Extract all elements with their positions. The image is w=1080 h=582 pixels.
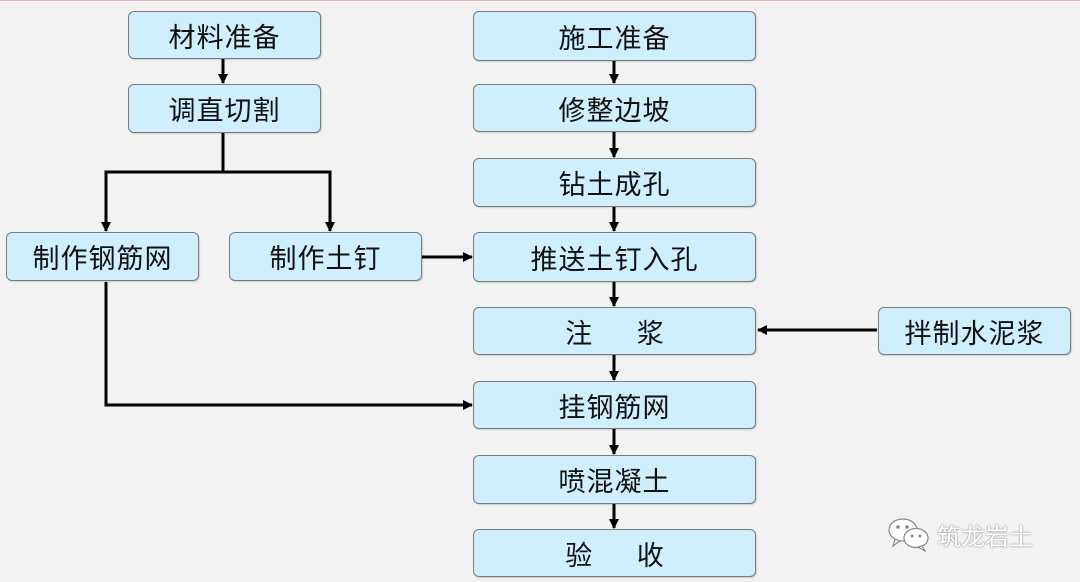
- node-label: 材料准备: [168, 22, 281, 54]
- node-label: 调直切割: [168, 96, 281, 127]
- connector-tiaozhi-split: [101, 133, 225, 232]
- node-gua-gangjinwang: 挂钢筋网: [473, 381, 756, 429]
- node-pen-hunningtu: 喷混凝土: [473, 455, 756, 504]
- node-label: 挂钢筋网: [558, 392, 671, 424]
- node-yanshou: 验 收: [473, 529, 756, 577]
- node-label: 拌制水泥浆: [904, 318, 1045, 350]
- node-zhizuo-gangjinwang: 制作钢筋网: [6, 232, 199, 281]
- node-zuantu-chengkong: 钻土成孔: [473, 158, 756, 207]
- node-zhujiang: 注 浆: [473, 307, 756, 355]
- watermark-text: 筑龙岩土: [937, 522, 1033, 551]
- node-label: 推送土钉入孔: [530, 244, 699, 276]
- node-tuisong-tuding-rukong: 推送土钉入孔: [473, 232, 756, 282]
- node-label: 修整边坡: [558, 95, 671, 127]
- node-label: 喷混凝土: [558, 467, 671, 498]
- watermark: 筑龙岩土: [887, 516, 1033, 552]
- node-label: 制作土钉: [269, 244, 382, 275]
- node-xiuzheng-bianpo: 修整边坡: [473, 84, 756, 132]
- arrow-gangjinwang-to-gua: [104, 282, 473, 410]
- node-label: 施工准备: [558, 23, 671, 55]
- node-tiaozhi-qiege: 调直切割: [128, 84, 321, 133]
- node-label: 注 浆: [565, 318, 682, 350]
- node-cailiao-zhunbei: 材料准备: [128, 11, 321, 59]
- node-banzhi-shuinijiang: 拌制水泥浆: [878, 307, 1071, 355]
- wechat-icon: [888, 518, 929, 552]
- node-label: 验 收: [565, 540, 682, 572]
- node-zhizuo-tuding: 制作土钉: [229, 232, 422, 281]
- node-shigong-zhunbei: 施工准备: [473, 11, 756, 61]
- connector-tiaozhi-to-tuding: [223, 170, 335, 232]
- node-label: 钻土成孔: [558, 170, 671, 201]
- node-label: 制作钢筋网: [32, 244, 173, 275]
